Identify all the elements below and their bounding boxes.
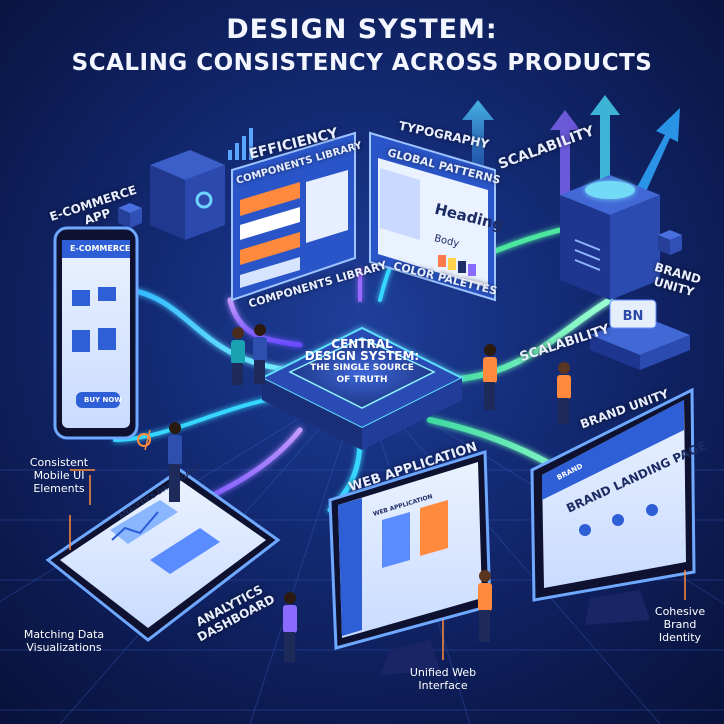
page-subtitle: SCALING CONSISTENCY ACROSS PRODUCTS [71, 50, 653, 76]
note-consistent-mobile: Consistent Mobile UI Elements [29, 456, 89, 495]
note-matching-data: Matching Data Visualizations [23, 628, 105, 654]
svg-text:BN: BN [623, 309, 644, 324]
web-monitor-device [328, 449, 492, 675]
annotation-arrows [69, 429, 686, 660]
tablet-device [45, 468, 281, 642]
phone-device [53, 226, 139, 440]
hub-line-2: DESIGN SYSTEM: [304, 349, 420, 363]
server-block-left [150, 150, 225, 240]
note-cohesive-brand: Cohesive Brand Identity [654, 605, 706, 644]
hub-label: CENTRAL DESIGN SYSTEM: THE SINGLE SOURCE… [292, 338, 432, 386]
server-stack-right [560, 175, 660, 300]
phone-header-text: E-COMMERCE [70, 244, 131, 253]
people-figures [168, 324, 571, 662]
hub-line-1: CENTRAL [331, 337, 393, 351]
mini-bars [228, 128, 253, 160]
page-title: DESIGN SYSTEM: [226, 14, 498, 45]
hub-line-3: THE SINGLE SOURCE [310, 363, 414, 373]
central-hub-platform [259, 326, 465, 450]
phone-buy-button: BUY NOW [84, 396, 123, 404]
note-unified-web: Unified Web Interface [409, 666, 477, 692]
growth-arrows [462, 95, 680, 220]
brand-monitor-device [530, 387, 696, 625]
components-library-panel [231, 131, 356, 302]
typography-panel [369, 131, 496, 302]
small-cubes [118, 203, 682, 255]
server-block-brand: BN [590, 299, 690, 370]
hub-line-4: OF TRUTH [336, 375, 388, 385]
